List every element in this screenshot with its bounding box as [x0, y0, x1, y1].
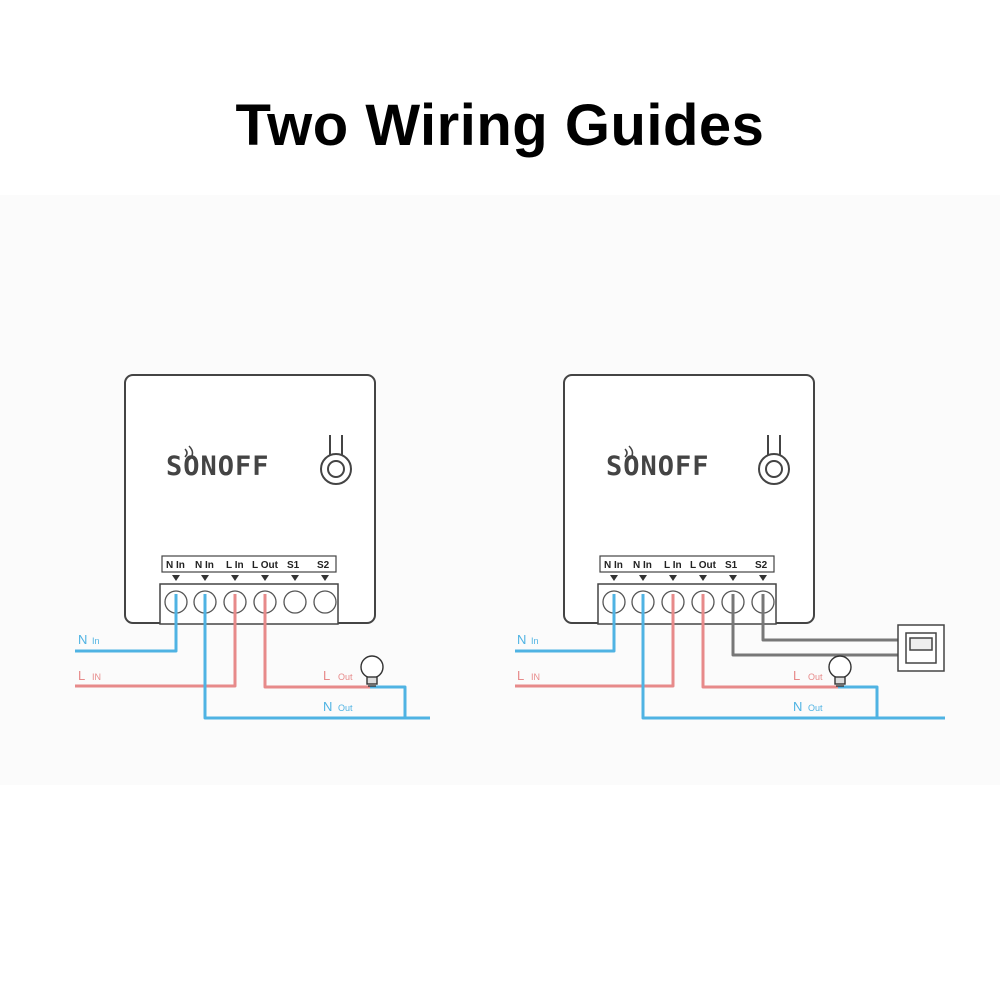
wire-l-in — [515, 594, 675, 688]
label-l-in-sub: IN — [531, 672, 540, 682]
terminal-labels: N In N In L In L Out S1 S2 — [166, 560, 330, 571]
wiring-guide-1: SONOFF N In N In L In L Out S1 S2 — [75, 374, 430, 720]
terminal-arrows — [610, 575, 767, 581]
wiring-guide-2: SONOFF N In N In L In L Out S1 S2 — [515, 374, 945, 720]
terminal-block — [597, 583, 777, 625]
terminal-label: S1 — [725, 560, 738, 571]
light-bulb-icon — [828, 655, 852, 687]
terminal-label: L In — [664, 560, 682, 571]
label-l-in: L — [78, 668, 85, 683]
terminal-label: S1 — [287, 560, 300, 571]
label-n-in-sub: In — [92, 636, 100, 646]
terminal-label: S2 — [755, 560, 768, 571]
terminal-label: N In — [633, 560, 652, 571]
label-n-in-sub: In — [531, 636, 539, 646]
label-l-in-sub: IN — [92, 672, 101, 682]
terminal-labels: N In N In L In L Out S1 S2 — [604, 560, 768, 571]
label-n-out: N — [793, 699, 802, 714]
brand-logo: SONOFF — [166, 451, 270, 482]
label-n-out-sub: Out — [808, 703, 823, 713]
wire-bulb-neutral — [838, 685, 879, 718]
label-n-in: N — [517, 632, 526, 647]
hook-icon — [758, 435, 790, 485]
light-bulb-icon — [360, 655, 384, 687]
wire-n-loop — [203, 594, 430, 720]
wall-switch-icon — [897, 624, 945, 672]
wifi-icon — [184, 445, 194, 461]
wire-l-in — [75, 594, 237, 688]
label-l-out: L — [793, 668, 800, 683]
wire-l-out — [263, 594, 370, 689]
label-l-in: L — [517, 668, 524, 683]
wire-s1 — [731, 594, 900, 657]
terminal-label: N In — [195, 560, 214, 571]
page-title: Two Wiring Guides — [235, 93, 765, 158]
wire-s2 — [761, 594, 900, 642]
brand-logo: SONOFF — [606, 451, 710, 482]
label-n-out-sub: Out — [338, 703, 353, 713]
terminal-label: L Out — [252, 560, 279, 571]
terminal-label-strip — [599, 555, 775, 573]
wire-n-in — [515, 594, 616, 653]
terminal-arrows — [172, 575, 329, 581]
terminal-label-strip — [161, 555, 337, 573]
wifi-icon — [624, 445, 634, 461]
wire-bulb-neutral — [370, 685, 407, 718]
terminal-label: L Out — [690, 560, 717, 571]
terminal-label: S2 — [317, 560, 330, 571]
wire-n-in — [75, 594, 178, 653]
label-n-in: N — [78, 632, 87, 647]
terminal-block — [159, 583, 339, 625]
wire-l-out — [701, 594, 838, 689]
wire-n-loop — [641, 594, 945, 720]
terminal-label: N In — [166, 560, 185, 571]
label-l-out-sub: Out — [338, 672, 353, 682]
terminal-label: L In — [226, 560, 244, 571]
label-n-out: N — [323, 699, 332, 714]
label-l-out-sub: Out — [808, 672, 823, 682]
terminal-label: N In — [604, 560, 623, 571]
label-l-out: L — [323, 668, 330, 683]
hook-icon — [320, 435, 352, 485]
